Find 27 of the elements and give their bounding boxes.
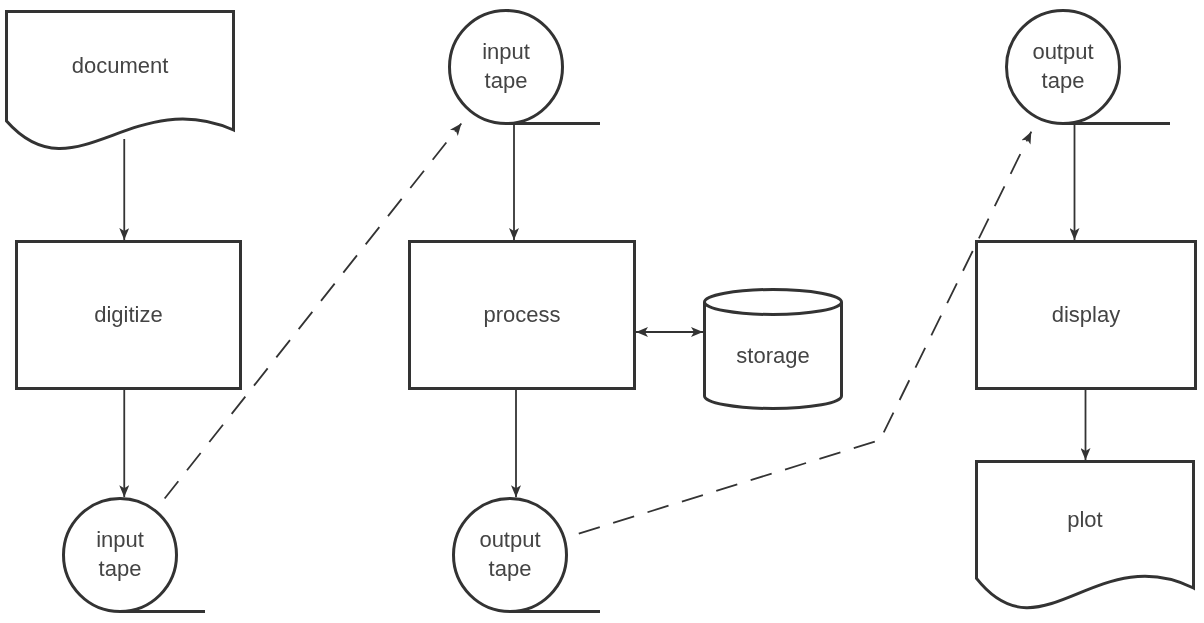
tape-reel-symbol: [448, 9, 600, 127]
node-text: storage: [736, 341, 810, 370]
tape-reel-symbol: [1005, 9, 1170, 127]
process-box: [975, 240, 1197, 390]
dashed-arrow: [577, 130, 1033, 535]
node-text: plot: [1067, 505, 1103, 534]
arrow: [119, 389, 130, 499]
arrow: [635, 327, 704, 337]
process-box: [15, 240, 242, 390]
node-text: digitize: [94, 300, 163, 329]
arrow: [509, 123, 519, 241]
arrow: [1069, 122, 1080, 241]
node-text: document: [71, 51, 169, 80]
process-box: [408, 240, 636, 390]
node-text: display: [1051, 300, 1121, 329]
node-text: process: [483, 300, 561, 329]
node-text: output tape: [478, 526, 542, 583]
arrow: [119, 138, 130, 241]
tape-reel-symbol: [452, 497, 600, 615]
storage-cylinder: [703, 288, 843, 410]
arrow: [511, 389, 521, 499]
arrow: [1080, 389, 1091, 461]
dashed-arrow: [163, 122, 463, 500]
node-text: input tape: [481, 38, 531, 95]
node-text: input tape: [95, 526, 145, 583]
node-text: output tape: [1031, 38, 1095, 95]
tape-reel-symbol: [62, 497, 205, 615]
